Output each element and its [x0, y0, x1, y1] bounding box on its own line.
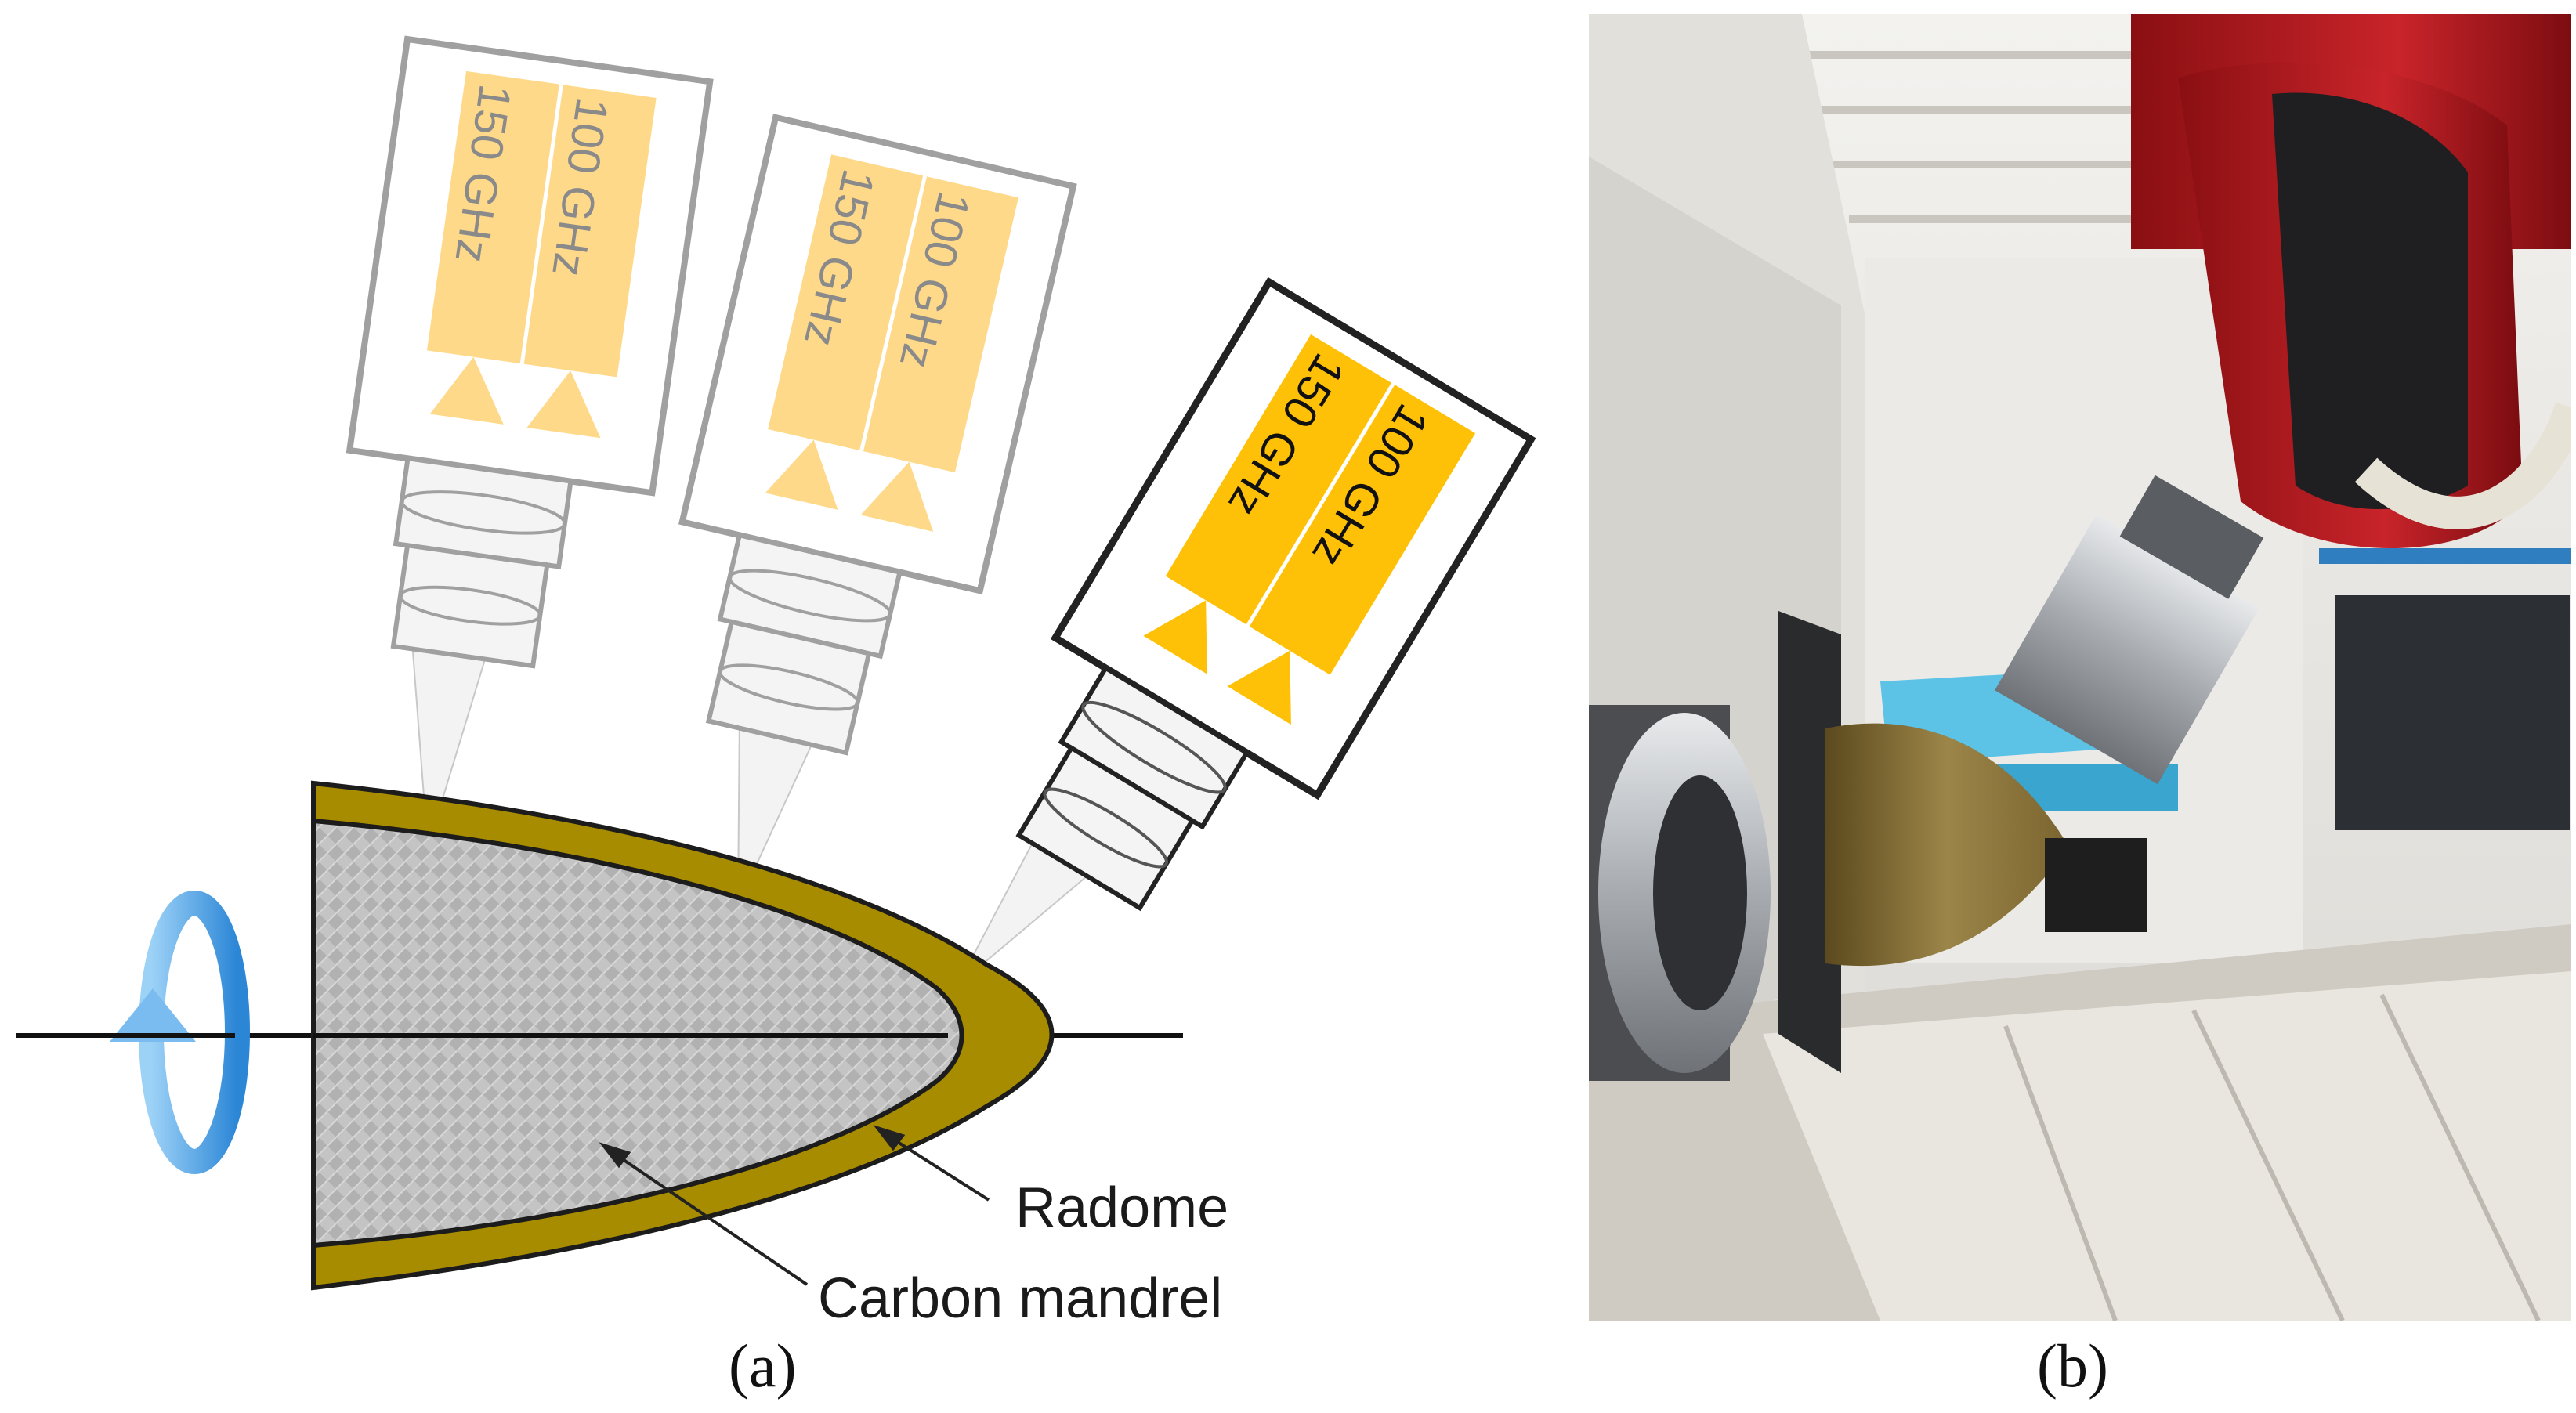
- probe-2: 150 GHz 100 GHz: [678, 114, 1077, 756]
- caption-b: (b): [2037, 1332, 2108, 1400]
- panel-b: (b): [1589, 14, 2571, 1400]
- radome-label: Radome: [1015, 1176, 1228, 1239]
- probe-3-horn-2: [1143, 600, 1207, 674]
- probe-2-horn-1: [860, 461, 934, 532]
- probe-1-lens-tube-2: [390, 542, 550, 669]
- panel-a: 150 GHz 100 GHz 150 GHz 100 GHz: [16, 35, 1536, 1400]
- probe-3: 150 GHz 100 GHz: [1015, 276, 1536, 912]
- leader-lines: [599, 1125, 990, 1286]
- photograph-robot-arm-radome-measurement: [1589, 14, 2571, 1321]
- probe-3-horn-1: [1227, 650, 1291, 725]
- mandrel-label: Carbon mandrel: [818, 1267, 1222, 1330]
- probe-1-horn-1: [526, 370, 601, 439]
- probe-1: 150 GHz 100 GHz: [346, 35, 714, 669]
- probe-1-horn-2: [429, 356, 504, 425]
- rotation-arrow-icon: [16, 891, 250, 1174]
- caption-a: (a): [729, 1332, 797, 1400]
- probe-2-horn-2: [765, 439, 838, 510]
